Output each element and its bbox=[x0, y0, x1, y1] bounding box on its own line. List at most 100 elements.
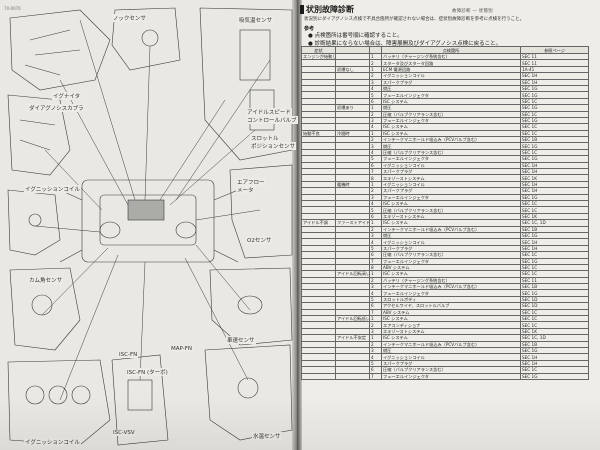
cell-reference: SEC 1K bbox=[520, 327, 589, 336]
cell-reference: SEC 1D bbox=[520, 295, 589, 304]
intro-text: 状況別にダイアグノシス点検で不具合箇所が確認されない場合は、症状別故障診断を参考… bbox=[304, 17, 525, 22]
cell-reference: SEC 1G bbox=[520, 91, 589, 99]
header-reference-page: 参照ページ bbox=[520, 46, 589, 54]
label-isc-vsv: ISC-VSV bbox=[112, 430, 136, 436]
label-cam-sensor: カム角センサ bbox=[28, 276, 64, 284]
engine-component-diagram bbox=[7, 7, 293, 446]
running-header: 故障診断 — 状態別 bbox=[452, 9, 493, 14]
cell-reference: SEC 1C bbox=[520, 308, 589, 317]
note-1: ● 点検箇所は番号順に確認すること。 bbox=[308, 33, 403, 39]
header-check-item: 点検箇所 bbox=[381, 46, 521, 54]
section-heading: 状別故障診断 bbox=[306, 5, 354, 14]
cell-reference: SEC 1G bbox=[520, 116, 589, 125]
label-idle-speed: アイドルスピード bbox=[246, 108, 292, 116]
cell-reference: SEC 1C bbox=[520, 321, 589, 329]
cell-reference: SEC 1G bbox=[520, 257, 589, 265]
label-ignition-coil: イグニッションコイル bbox=[24, 185, 81, 193]
cell-reference: SEC 1B bbox=[520, 340, 589, 349]
heading-marker bbox=[300, 5, 304, 14]
label-isc-fn: ISC-FN bbox=[118, 352, 139, 358]
cell-reference: SEC 1C bbox=[520, 270, 589, 278]
cell-condition: ファーストアイドル不調 bbox=[335, 219, 370, 227]
cell-reference: SEC 1H bbox=[520, 353, 589, 361]
cell-reference: SEC 1C bbox=[520, 263, 589, 272]
cell-reference: SEC 1G bbox=[520, 104, 589, 112]
cell-reference: SEC 1B bbox=[520, 283, 589, 291]
label-position-sensor: ポジションセンサ bbox=[250, 142, 297, 150]
book-spine bbox=[292, 0, 302, 450]
label-ignitor: イグナイタ bbox=[52, 92, 82, 100]
cell-reference: SEC 1C bbox=[520, 110, 589, 118]
symptom-diagnosis-table: 症状 点検箇所 参照ページ エンジンが始動しない1バッテリ（チャージング系統含む… bbox=[301, 46, 589, 380]
cell-reference: SEC 1G bbox=[520, 289, 589, 297]
label-ignition-coils: イグニッションコイル bbox=[24, 438, 81, 446]
header-number bbox=[369, 46, 382, 54]
cell-symptom: エンジンが始動しない bbox=[301, 52, 336, 61]
note-2: ● 診断結果にならない場合は、障害展開及びダイアグノシス点検に戻ること。 bbox=[308, 41, 502, 47]
cell-reference: SEC 1G bbox=[520, 84, 589, 93]
engine-bay-outline bbox=[81, 179, 215, 263]
cell-reference: SEC 1G bbox=[520, 346, 589, 355]
label-diagnosis-coupler: ダイアグノシスカプラ bbox=[28, 104, 85, 112]
label-water-temp-sensor: 水温センサ bbox=[252, 432, 282, 440]
reference-notes: ● 点検箇所は番号順に確認すること。 ● 診断結果にならない場合は、障害展開及び… bbox=[308, 32, 501, 48]
cell-condition: アイドル回転高い bbox=[335, 270, 370, 278]
cell-reference: SEC 11 bbox=[520, 276, 589, 285]
cell-number: 7 bbox=[369, 372, 382, 380]
label-speed-sensor: 車速センサ bbox=[226, 336, 256, 344]
table-header-row: 症状 点検箇所 参照ページ bbox=[301, 46, 589, 54]
cell-condition bbox=[335, 372, 370, 380]
cell-reference: SEC 1C bbox=[520, 314, 589, 323]
cell-reference: SEC 1H bbox=[520, 72, 589, 80]
label-knock-sensor: ノックセンサ bbox=[112, 14, 147, 22]
label-isc-fn-turbo: ISC-FN (ターボ) bbox=[126, 368, 169, 376]
label-airflow: エアフロー bbox=[236, 178, 266, 186]
cell-reference: SEC 1C bbox=[520, 97, 589, 106]
header-symptom: 症状 bbox=[301, 46, 336, 54]
cell-reference: SEC 1C bbox=[520, 251, 589, 259]
cell-condition: アイドル回転低い bbox=[335, 314, 370, 323]
label-throttle: スロットル bbox=[250, 134, 280, 142]
label-map-fn: MAP-FN bbox=[170, 346, 193, 352]
cell-reference: SEC 1D bbox=[520, 302, 589, 310]
label-intake-temp-sensor: 吸気温センサ bbox=[238, 16, 274, 24]
label-o2-sensor: O2センサ bbox=[246, 236, 273, 244]
label-meter: メータ bbox=[236, 186, 255, 194]
header-condition bbox=[335, 46, 370, 54]
cell-reference: SEC 11 bbox=[520, 59, 589, 67]
cell-reference: SEC 1H bbox=[520, 78, 589, 86]
page-number: 7X-0070 bbox=[4, 6, 21, 11]
label-control-valve: コントロールバルブ bbox=[246, 116, 298, 124]
